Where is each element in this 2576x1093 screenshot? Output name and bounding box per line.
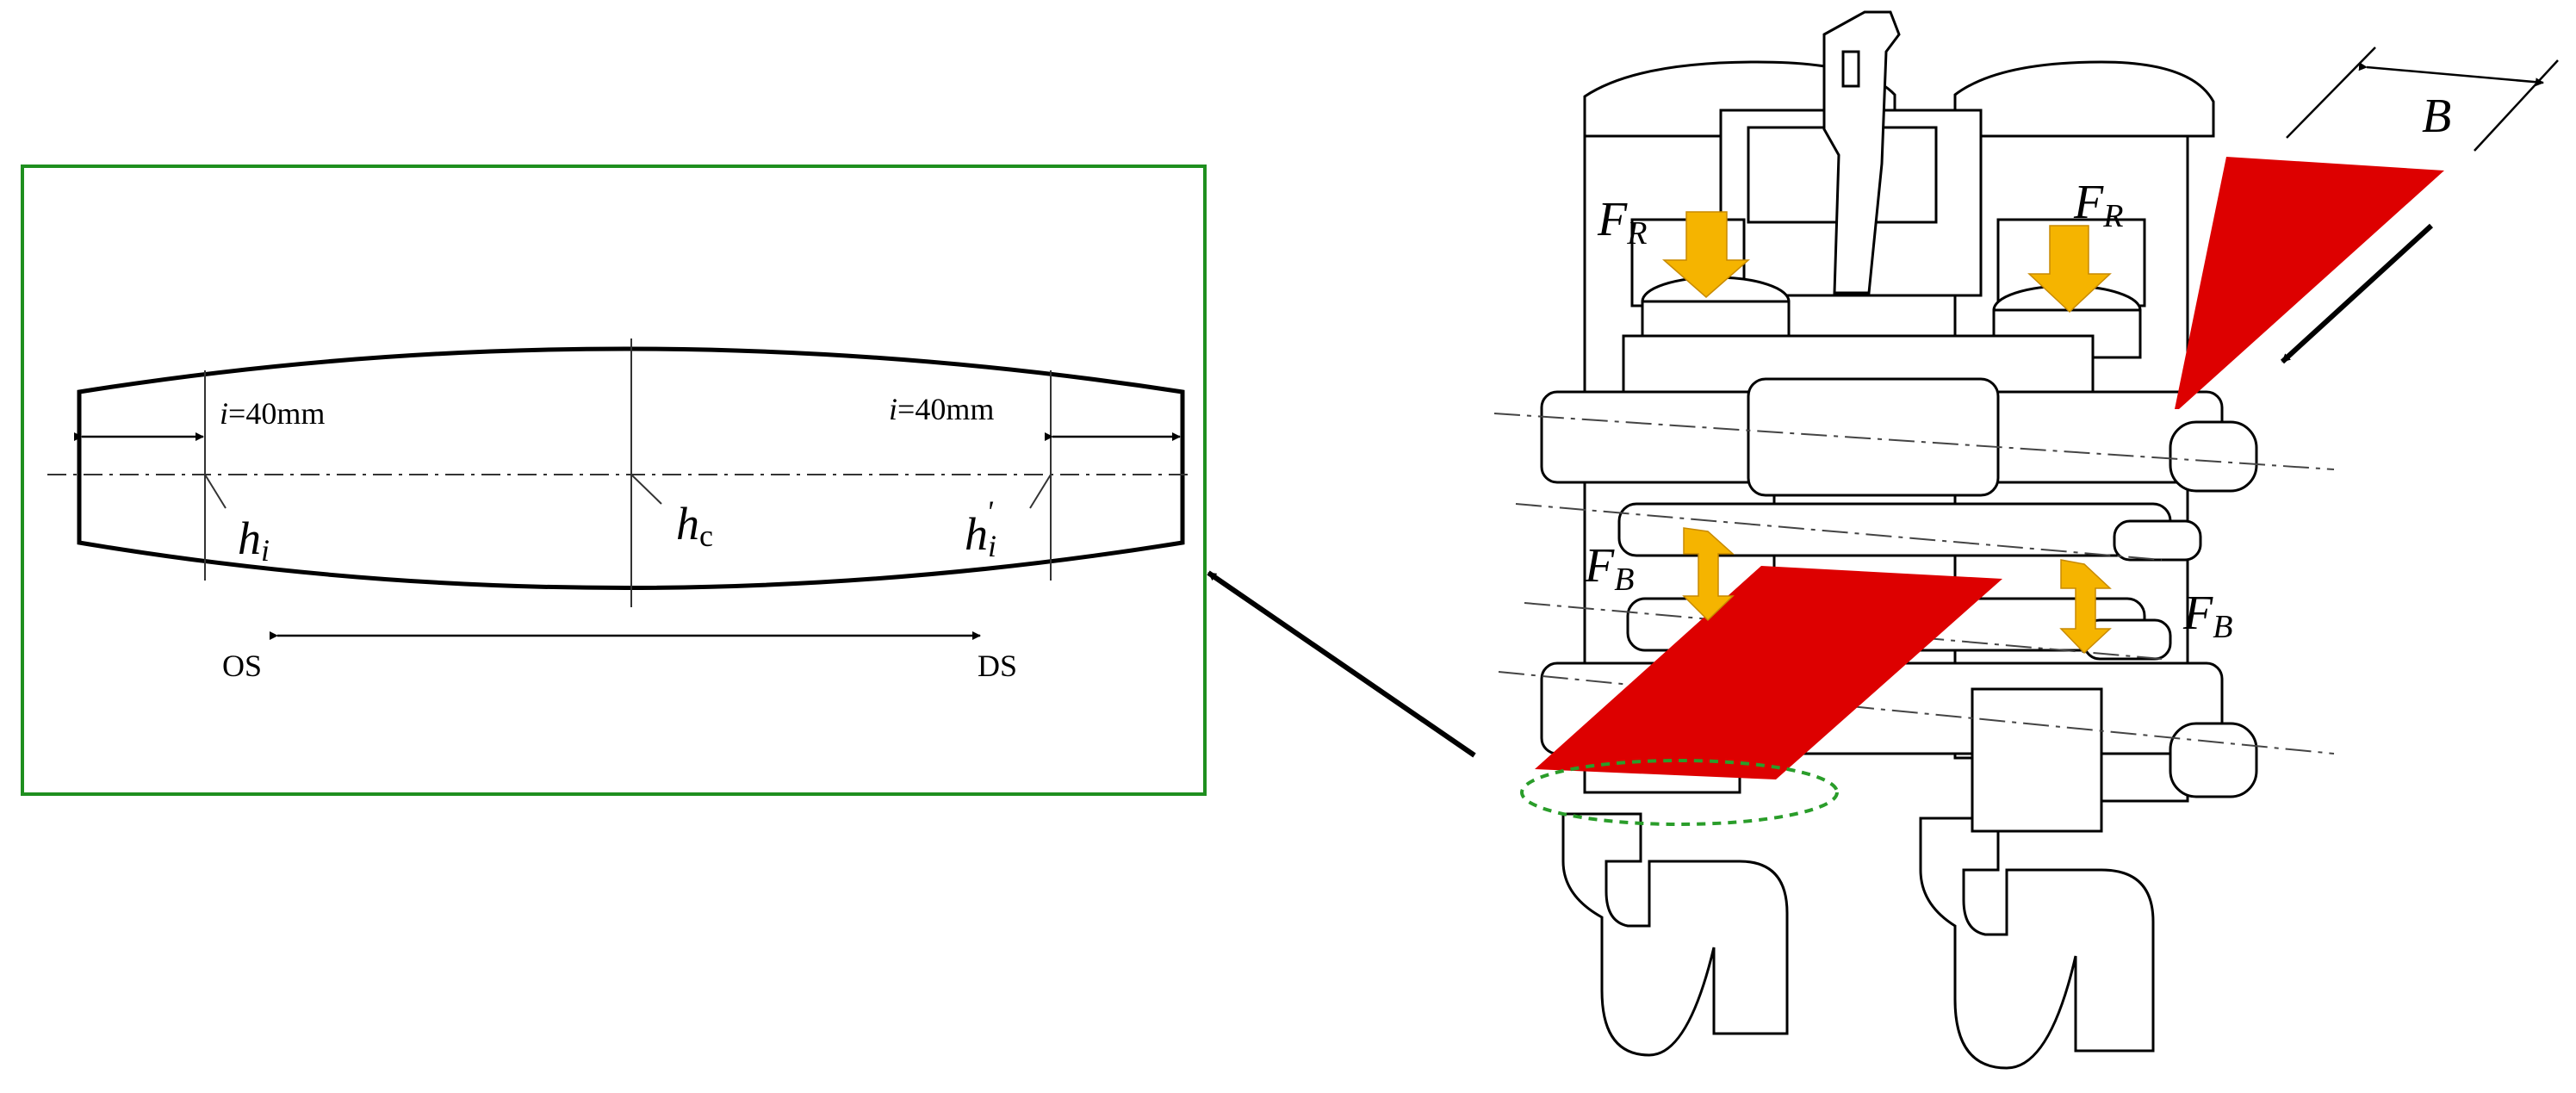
- width-label-left: i=40mm: [220, 396, 325, 431]
- top-backup-neck-right: [2169, 420, 2258, 493]
- center-thickness-label: hc: [676, 498, 713, 553]
- inset-frame: [21, 165, 1207, 796]
- strip-direction-arrow: [2280, 223, 2434, 364]
- bending-force-label-right: FB: [2182, 587, 2232, 645]
- bending-force-arrow-right: [2059, 559, 2112, 655]
- width-dimension: [2286, 47, 2559, 152]
- ds-label: DS: [978, 649, 1017, 683]
- rolling-mill: [1493, 10, 2335, 1070]
- right-housing-top: [1953, 60, 2215, 138]
- edge-thickness-left-label: hi: [238, 512, 270, 568]
- left-housing-hook: [1561, 812, 1789, 1057]
- leader-right: [1029, 474, 1052, 509]
- strip-entry: [2175, 157, 2444, 409]
- right-housing-hook: [1919, 817, 2155, 1070]
- strip-exit: [1535, 566, 2002, 779]
- os-label: OS: [222, 649, 262, 683]
- hook-slot: [1841, 50, 1860, 88]
- bottom-backup-neck-right: [2169, 722, 2258, 798]
- edge-marker: [1520, 759, 1839, 826]
- bottom-backup-chock: [1971, 687, 2103, 833]
- roll-force-label-right: FR: [2073, 176, 2123, 234]
- width-label-right: i=40mm: [889, 392, 994, 426]
- roll-force-arrow-left: [1662, 211, 1750, 298]
- strip-cross-section: [77, 346, 1185, 590]
- profile-inset: i=40mm i=40mm hi hc hi' OS DS: [21, 165, 1207, 796]
- top-work-neck-right: [2113, 519, 2202, 562]
- roll-force-arrow-right: [2027, 225, 2112, 314]
- edge-thickness-right-label: hi': [965, 494, 996, 563]
- force-arrows: [1662, 211, 2112, 655]
- leader-left: [204, 474, 227, 509]
- bending-force-label-left: FB: [1584, 539, 1634, 598]
- roll-force-label-left: FR: [1597, 193, 1647, 252]
- link-arrow: [1207, 570, 1476, 758]
- width-label: B: [2422, 90, 2451, 143]
- bending-force-arrow-left: [1682, 527, 1735, 622]
- top-backup-roll-barrel: [1747, 377, 2000, 497]
- leader-center: [630, 474, 662, 505]
